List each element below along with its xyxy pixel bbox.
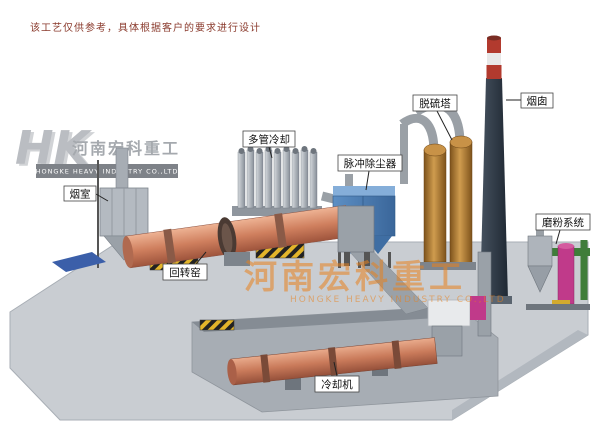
multi-tube-cooler-graphic <box>232 146 340 216</box>
logo-company-en: HONGKE HEAVY INDUSTRY CO.,LTD <box>36 168 179 176</box>
kiln-head-hood <box>337 205 375 253</box>
tower-body <box>423 149 447 263</box>
svg-text:烟室: 烟室 <box>70 188 91 201</box>
svg-text:多管冷却: 多管冷却 <box>248 133 290 146</box>
chimney-body <box>480 78 508 300</box>
logo-bar <box>36 164 178 178</box>
svg-text:脉冲除尘器: 脉冲除尘器 <box>344 157 397 170</box>
cyclone-body <box>527 235 553 267</box>
mill-tower <box>557 245 575 305</box>
blue-foundation-pad <box>52 252 106 272</box>
svg-text:脱硫塔: 脱硫塔 <box>419 97 451 110</box>
label-desulfurization-tower: 脱硫塔 <box>412 94 458 141</box>
auxiliary-structures <box>427 251 492 337</box>
hazard-strip <box>199 319 235 331</box>
kiln-tyre <box>163 228 176 264</box>
control-box <box>427 299 471 327</box>
disclaimer-text: 该工艺仅供参考，具体根据客户的要求进行设计 <box>30 21 261 34</box>
collector-top <box>333 186 395 196</box>
svg-text:烟囱: 烟囱 <box>527 95 548 108</box>
cooler-frame <box>232 206 322 216</box>
chimney-graphic <box>476 35 512 304</box>
cooling-machine-graphic <box>227 325 463 390</box>
label-smoke-chamber: 烟室 <box>63 185 109 202</box>
cyclone-cone <box>527 265 553 293</box>
label-rotary-kiln: 回转窑 <box>162 251 208 281</box>
cooler-tubes <box>237 146 318 209</box>
kiln-drive <box>224 252 250 266</box>
center-watermark: 河南宏科重工 HONGKE HEAVY INDUSTRY CO.,LTD <box>244 257 506 305</box>
desulfurization-tower-graphic <box>399 100 476 270</box>
label-chimney: 烟囱 <box>506 92 554 109</box>
rotary-kiln-graphic <box>122 204 375 269</box>
label-pulse-dust-collector: 脉冲除尘器 <box>337 154 403 191</box>
chimney-red-band <box>486 65 502 79</box>
stack-pipe <box>115 147 129 193</box>
label-cooling-machine: 冷却机 <box>314 361 360 393</box>
watermark-cn: 河南宏科重工 <box>244 257 466 296</box>
chimney-white-band <box>487 53 501 65</box>
svg-text:冷却机: 冷却机 <box>321 378 353 391</box>
kiln-tyre <box>274 213 287 248</box>
magenta-unit <box>470 296 486 320</box>
label-grinding-system: 磨粉系统 <box>535 213 591 245</box>
tower-body <box>449 141 473 265</box>
company-logo-watermark: HK HK 河南宏科重工 HONGKE HEAVY INDUSTRY CO.,L… <box>15 121 179 178</box>
chimney-red-band <box>487 38 501 53</box>
svg-text:回转窑: 回转窑 <box>169 266 201 279</box>
tower-pipe <box>399 113 439 153</box>
cooler-head <box>431 325 463 357</box>
bucket-elevator <box>477 251 492 337</box>
watermark-en: HONGKE HEAVY INDUSTRY CO.,LTD <box>290 295 506 305</box>
grinding-system-graphic <box>526 222 590 310</box>
svg-text:磨粉系统: 磨粉系统 <box>542 216 584 229</box>
label-multi-tube-cooler: 多管冷却 <box>242 130 296 159</box>
